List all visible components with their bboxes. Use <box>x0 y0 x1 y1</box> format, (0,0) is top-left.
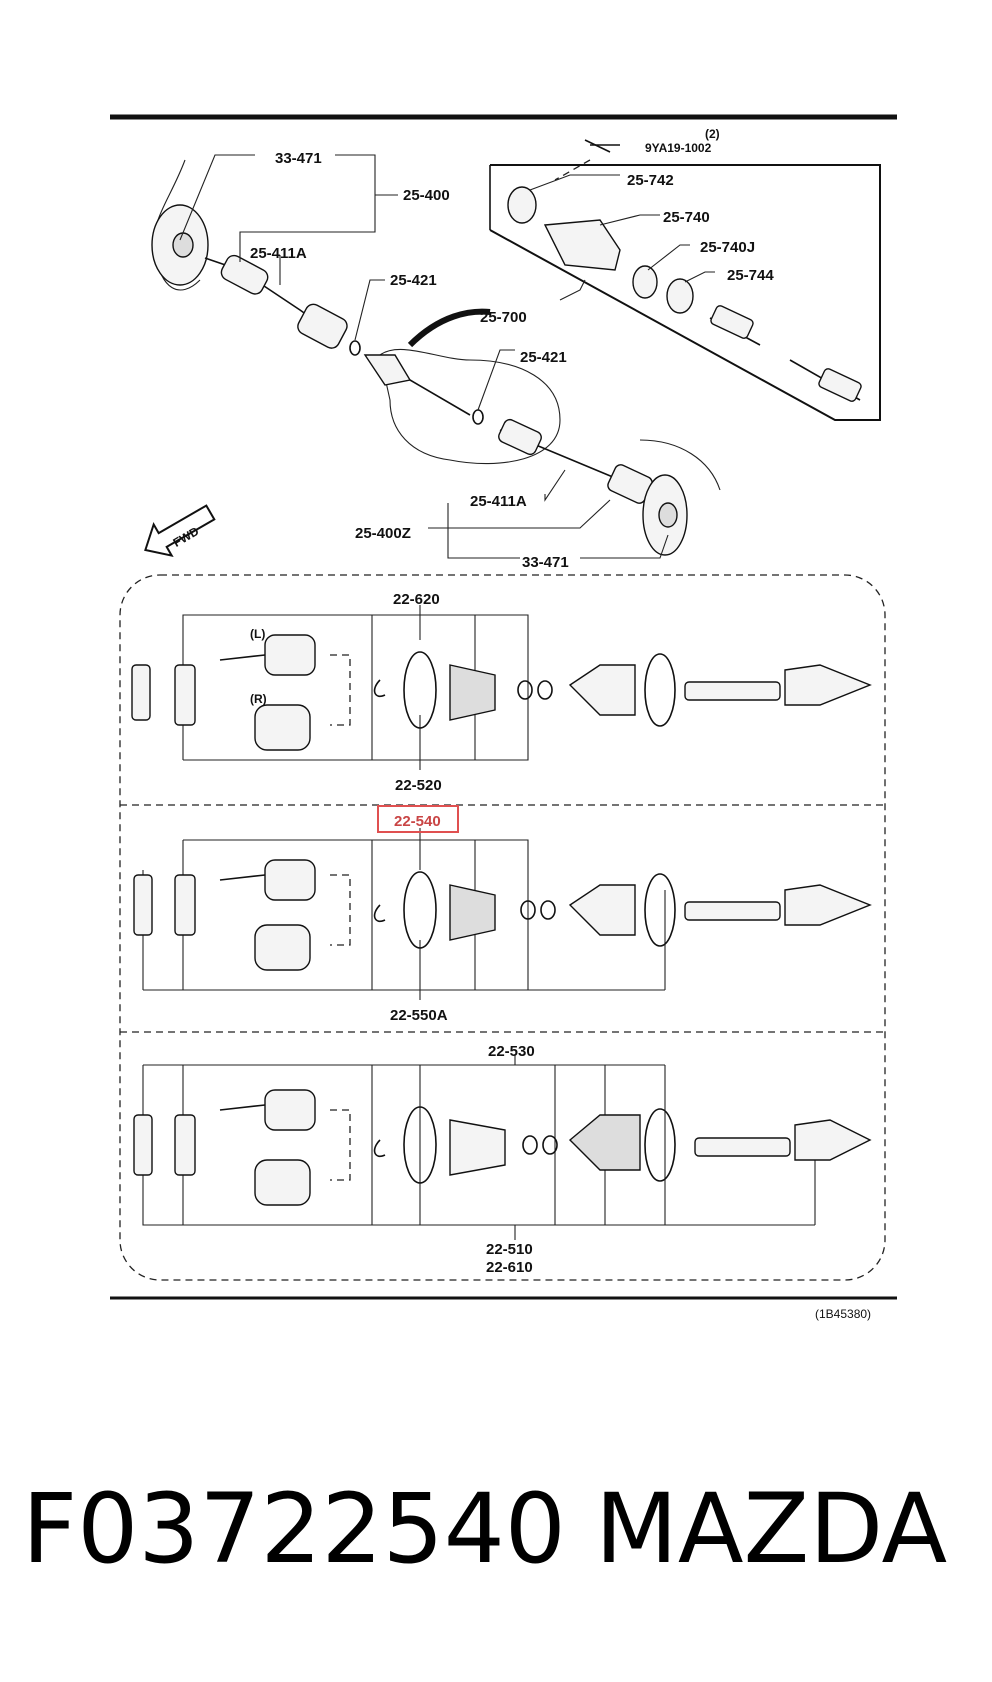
upper-assembly <box>151 154 721 559</box>
label-25-421-a: 25-421 <box>390 272 437 289</box>
label-25-411a-bot: 25-411A <box>470 493 527 510</box>
label-25-400z: 25-400Z <box>355 525 411 542</box>
part-number-caption: F03722540 <box>22 1473 566 1585</box>
label-22-520: 22-520 <box>395 777 442 794</box>
label-25-740: 25-740 <box>663 209 710 226</box>
brand-caption: MAZDA <box>595 1473 947 1585</box>
label-22-540: 22-540 <box>394 813 441 830</box>
label-9ya19-1002: 9YA19-1002 <box>645 141 712 155</box>
variant-2 <box>133 828 872 1000</box>
label-25-700: 25-700 <box>480 309 527 326</box>
label-l: (L) <box>250 627 265 641</box>
label-22-510: 22-510 <box>486 1241 533 1258</box>
variants-box <box>119 574 886 1281</box>
label-r: (R) <box>250 692 267 706</box>
label-25-742: 25-742 <box>627 172 674 189</box>
label-25-411a-top: 25-411A <box>250 245 307 262</box>
label-qty: (2) <box>705 127 720 141</box>
fwd-arrow-icon <box>144 504 216 558</box>
label-22-530: 22-530 <box>488 1043 535 1060</box>
label-reference: (1B45380) <box>815 1307 871 1321</box>
label-22-610: 22-610 <box>486 1259 533 1276</box>
highlight-box <box>377 805 459 833</box>
bearing-inset <box>489 139 881 421</box>
variant-1 <box>131 605 872 770</box>
label-22-620: 22-620 <box>393 591 440 608</box>
variant-3 <box>133 1055 872 1240</box>
label-33-471-bot: 33-471 <box>522 554 569 571</box>
label-25-744: 25-744 <box>727 267 774 284</box>
label-25-421-b: 25-421 <box>520 349 567 366</box>
label-25-740j: 25-740J <box>700 239 755 256</box>
label-22-550a: 22-550A <box>390 1007 448 1024</box>
label-33-471-top: 33-471 <box>275 150 322 167</box>
label-25-400: 25-400 <box>403 187 450 204</box>
